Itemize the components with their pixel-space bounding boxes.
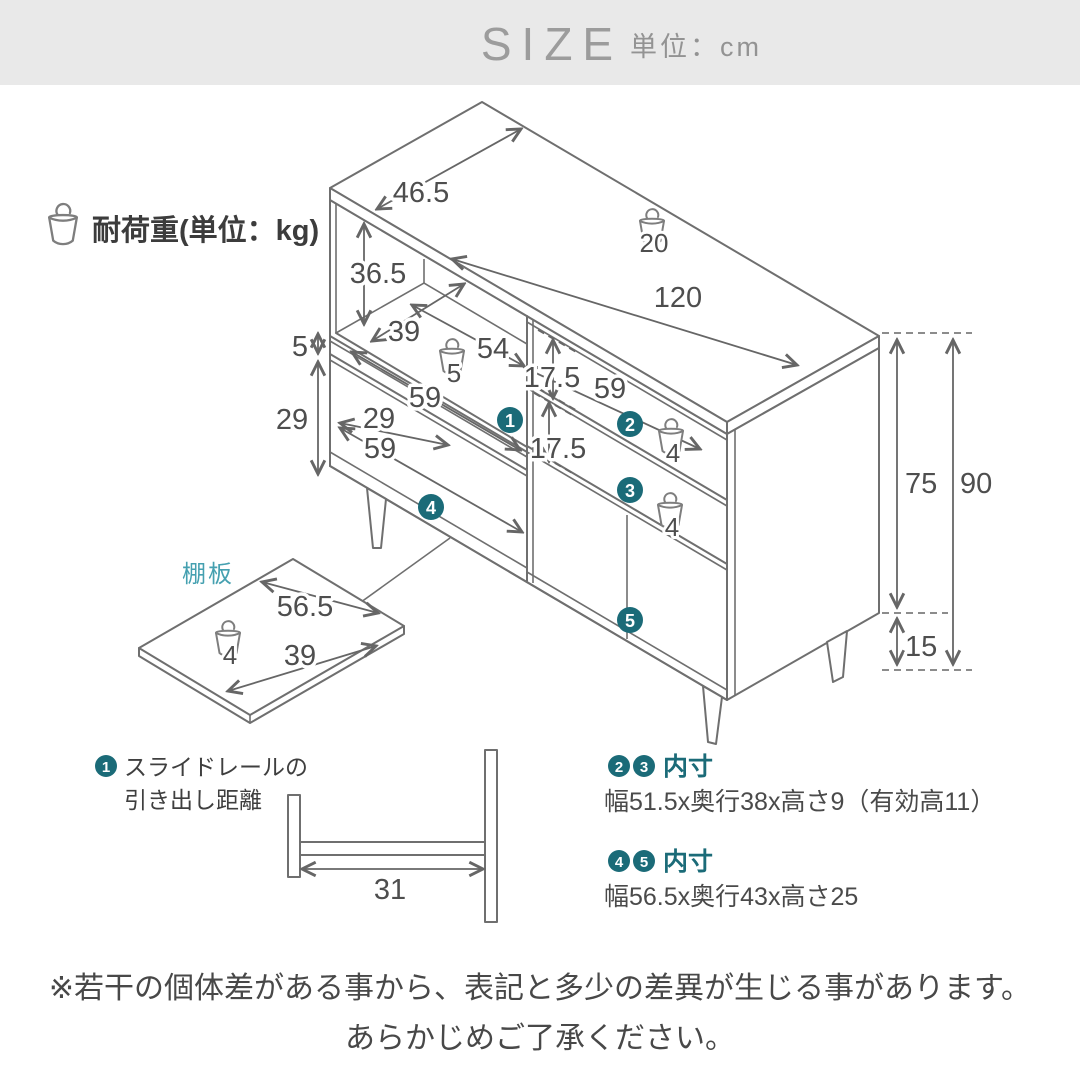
dim-niche-depth: 39 [388, 316, 420, 348]
disclaimer-line-2: あらかじめご了承ください。 [345, 1022, 735, 1055]
rail-back-panel [484, 749, 498, 923]
slide-rail-text-1: スライドレールの [124, 754, 308, 780]
dim-left-inner-diag: 29 [363, 403, 395, 435]
shelf-board-diagram: 棚板 56.5 39 4 [138, 537, 451, 724]
spec-row-1: 2 3 内寸 幅51.5x奥行38x高さ9（有効高11） [604, 753, 995, 816]
svg-text:4: 4 [615, 854, 624, 871]
marker-3: 3 [617, 477, 643, 503]
disclaimer-line-1: ※若干の個体差がある事から、表記と多少の差異が生じる事があります。 [49, 972, 1031, 1005]
svg-text:4: 4 [426, 498, 436, 518]
svg-text:2: 2 [615, 759, 623, 776]
weight-drawer2: 4 [666, 438, 680, 468]
dim-counter-depth: 46.5 [393, 177, 449, 209]
svg-text:1: 1 [102, 759, 110, 776]
dim-leg-height: 15 [905, 631, 937, 663]
marker-2: 2 [617, 411, 643, 437]
leg-front-right [702, 685, 723, 745]
weight-countertop: 20 [640, 228, 669, 258]
dim-total-height: 90 [960, 468, 992, 500]
dim-right-drawer1-height: 17.5 [524, 362, 580, 394]
dim-right-drawer-width: 59 [594, 373, 626, 405]
spec-row-2: 4 5 内寸 幅56.5x奥行43x高さ25 [604, 848, 858, 911]
load-capacity-icon [48, 202, 78, 246]
dim-body-height: 75 [905, 468, 937, 500]
dim-slide-drawer-height: 5 [292, 331, 308, 363]
unit-label: 単位：cm [630, 32, 762, 62]
weight-drawer3: 4 [665, 512, 679, 542]
dim-shelf-depth: 39 [284, 640, 316, 672]
rail-front-stop [287, 794, 301, 878]
dim-left-door-width: 59 [364, 433, 396, 465]
load-capacity-label: 耐荷重(単位：kg) [92, 213, 319, 247]
svg-text:2: 2 [625, 415, 635, 435]
page-title: SIZE [481, 18, 623, 70]
svg-text:3: 3 [625, 481, 635, 501]
weight-shelf-board: 4 [223, 640, 237, 670]
marker-1: 1 [497, 407, 523, 433]
spec1-text: 幅51.5x奥行38x高さ9（有効高11） [604, 788, 995, 816]
marker-5: 5 [617, 607, 643, 633]
svg-text:1: 1 [505, 411, 515, 431]
svg-text:3: 3 [640, 759, 648, 776]
spec2-label: 内寸 [663, 848, 713, 876]
header-bar [0, 0, 1080, 85]
svg-text:5: 5 [625, 611, 635, 631]
dim-niche-height: 36.5 [350, 258, 406, 290]
leg-front-left [366, 487, 387, 549]
dim-rail-distance: 31 [374, 874, 406, 906]
dimension-arrows [318, 129, 972, 671]
slide-rail-text-2: 引き出し距離 [124, 787, 262, 813]
dim-total-width: 120 [654, 282, 702, 314]
shelf-board-top [138, 558, 405, 716]
spec1-label: 内寸 [663, 753, 713, 781]
dim-right-drawer2-height: 17.5 [530, 433, 586, 465]
cabinet-right-face [726, 347, 880, 701]
slide-rail-note: 1 スライドレールの 引き出し距離 31 [95, 749, 498, 923]
shelf-board-label: 棚板 [182, 561, 234, 588]
weight-niche: 5 [447, 358, 461, 388]
dim-slide-drawer-width: 59 [409, 382, 441, 414]
leg-side-right [826, 630, 848, 683]
rail-bar [299, 841, 486, 856]
dim-shelf-width: 56.5 [277, 591, 333, 623]
dim-niche-width: 54 [477, 333, 509, 365]
dim-left-door-height: 29 [276, 404, 308, 436]
svg-text:5: 5 [640, 854, 648, 871]
marker-4: 4 [418, 494, 444, 520]
shelf-leader-line [349, 537, 451, 611]
door5-top-gap [526, 451, 728, 571]
spec2-text: 幅56.5x奥行43x高さ25 [604, 883, 858, 911]
